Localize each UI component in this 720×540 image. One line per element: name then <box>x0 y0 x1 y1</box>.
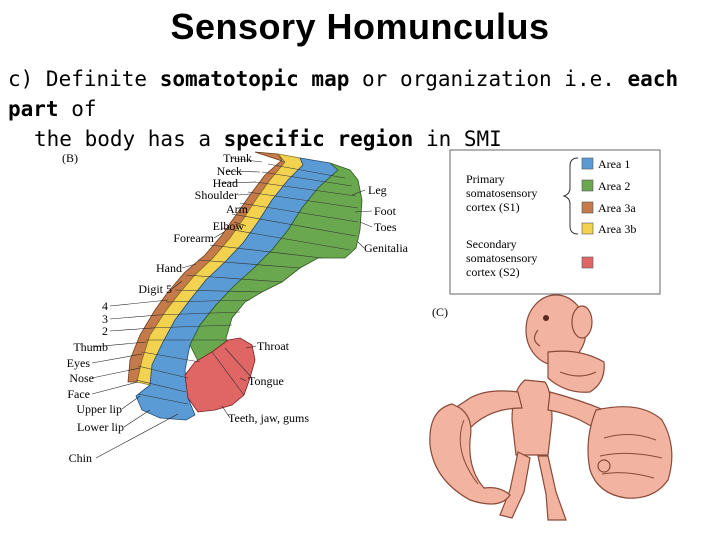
definition-text: c) Definite somatotopic map or organizat… <box>8 64 714 154</box>
label-upper-lip: Upper lip <box>76 402 122 416</box>
legend-secondary-line2: somatosensory <box>466 251 537 265</box>
legend-swatch-area-3a <box>581 201 594 214</box>
legend-box <box>449 149 661 295</box>
legend-area-1-label: Area 1 <box>598 157 630 171</box>
legend-secondary-line3: cortex (S2) <box>466 265 520 279</box>
homunculus-figure <box>429 294 673 521</box>
homunculus-thumbnail <box>597 459 611 473</box>
label-teeth-jaw-gums: Teeth, jaw, gums <box>228 411 309 425</box>
cortex-strip <box>127 151 363 421</box>
label-hand: Hand <box>156 261 182 275</box>
homunculus-right-hand <box>587 406 673 499</box>
legend-area-3b-label: Area 3b <box>598 222 636 236</box>
homunculus-left-leg <box>499 451 531 519</box>
label-genitalia: Genitalia <box>364 241 409 255</box>
subtitle-mid2: of <box>58 97 97 121</box>
panel-b-label: (B) <box>62 151 78 165</box>
label-forearm: Forearm <box>173 231 214 245</box>
tongue-throat-region <box>184 337 256 413</box>
legend-primary-line2: somatosensory <box>466 186 537 200</box>
homunculus-ear <box>571 305 593 339</box>
homunculus-right-leg <box>537 455 567 521</box>
legend-swatch-area-3b <box>581 222 594 235</box>
label-elbow: Elbow <box>213 219 245 233</box>
term-specific-region: specific region <box>223 127 414 151</box>
label-shoulder: Shoulder <box>195 188 238 202</box>
label-digit-5: Digit 5 <box>138 282 172 296</box>
label-thumb: Thumb <box>73 340 108 354</box>
label-foot: Foot <box>374 204 397 218</box>
page-title: Sensory Homunculus <box>170 6 550 47</box>
leader-lines <box>91 157 373 459</box>
legend-s2-swatch <box>581 256 594 269</box>
homunculus-eye <box>543 315 549 321</box>
label-digit-3: 3 <box>102 312 108 326</box>
subtitle-mid1: or organization i.e. <box>349 67 628 91</box>
label-chin: Chin <box>69 451 92 465</box>
label-digit-4: 4 <box>102 299 108 313</box>
label-digit-2: 2 <box>102 324 108 338</box>
homunculus-finger-lines <box>459 419 663 485</box>
legend-primary-line1: Primary <box>466 172 505 186</box>
term-somatotopic: somatotopic map <box>159 67 350 91</box>
subtitle-prefix: c) Definite <box>8 67 160 91</box>
label-toes: Toes <box>374 220 397 234</box>
subtitle-line2-prefix: the body has a <box>34 127 224 151</box>
label-arm: Arm <box>226 202 249 216</box>
homunculus-lips <box>547 350 605 393</box>
left-labels: Trunk Neck Head Shoulder Arm Elbow Forea… <box>67 151 252 465</box>
homunculus-torso <box>511 379 553 456</box>
legend-primary-line3: cortex (S1) <box>466 200 520 214</box>
subtitle-line2-suffix: in SMI <box>413 127 502 151</box>
panel-c-label: (C) <box>432 305 448 319</box>
right-labels: Leg Foot Toes Genitalia Throat Tongue Te… <box>228 183 409 425</box>
segment-lines <box>135 163 359 405</box>
label-neck: Neck <box>217 164 242 178</box>
label-trunk: Trunk <box>223 151 252 165</box>
label-lower-lip: Lower lip <box>77 420 124 434</box>
homunculus-mouth-line <box>559 371 597 377</box>
area-legend: Primary somatosensory cortex (S1) Second… <box>449 149 661 295</box>
label-tongue: Tongue <box>248 374 284 388</box>
label-leg: Leg <box>368 183 387 197</box>
homunculus-nose <box>533 329 541 347</box>
legend-brace <box>562 157 579 235</box>
label-face: Face <box>67 387 90 401</box>
legend-swatch-area-1 <box>581 157 594 170</box>
subtitle-line2: the body has a specific region in SMI <box>8 124 714 154</box>
legend-swatches <box>581 157 594 235</box>
legend-area-3a-label: Area 3a <box>598 201 636 215</box>
label-head: Head <box>213 176 238 190</box>
legend-secondary-line1: Secondary <box>466 237 517 251</box>
label-eyes: Eyes <box>67 356 91 370</box>
label-throat: Throat <box>257 339 290 353</box>
label-nose: Nose <box>69 371 94 385</box>
legend-swatch-area-2 <box>581 179 594 192</box>
homunculus-left-hand <box>429 403 511 505</box>
term-each-part: each part <box>8 67 679 121</box>
legend-area-2-label: Area 2 <box>598 179 630 193</box>
